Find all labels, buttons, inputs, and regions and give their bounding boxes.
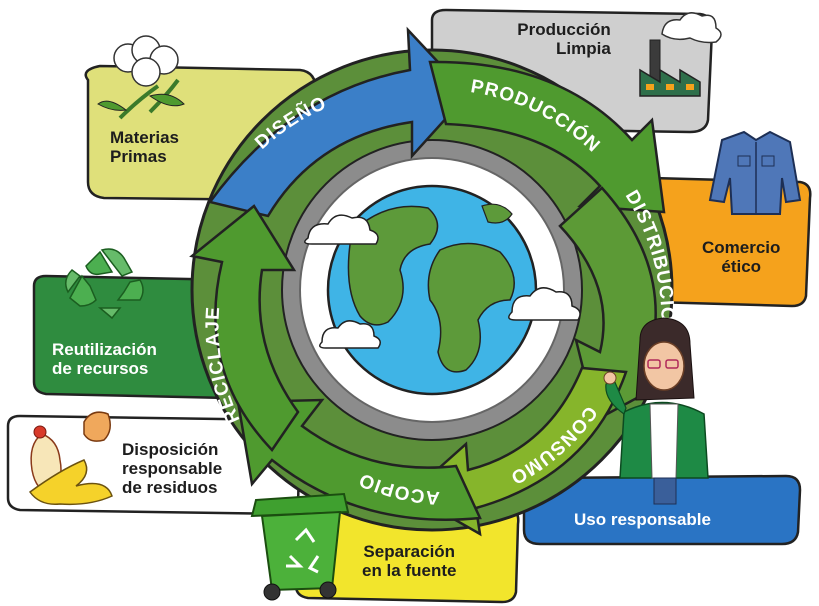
label-disposicion: Disposición responsable de residuos bbox=[122, 440, 223, 498]
woman-icon bbox=[603, 317, 709, 505]
jacket-icon bbox=[708, 130, 802, 215]
arrow-acopio bbox=[236, 398, 482, 521]
cloud-icon bbox=[304, 214, 581, 349]
label-materias-primas: Materias Primas bbox=[110, 128, 179, 167]
recycle-icon bbox=[65, 248, 144, 320]
label-separacion: Separación en la fuente bbox=[362, 542, 457, 581]
arrow-produccion bbox=[428, 60, 666, 214]
label-produccion-limpia: Producción Limpia bbox=[517, 20, 611, 59]
waste-icon bbox=[28, 411, 113, 506]
label-reutilizacion: Reutilización de recursos bbox=[52, 340, 157, 379]
arrow-reciclaje bbox=[189, 204, 300, 452]
cotton-icon bbox=[97, 35, 185, 120]
trash-bin-icon bbox=[250, 492, 350, 601]
label-uso-responsable: Uso responsable bbox=[574, 510, 711, 529]
label-comercio-etico: Comercio ético bbox=[702, 238, 781, 277]
factory-icon bbox=[639, 12, 722, 97]
